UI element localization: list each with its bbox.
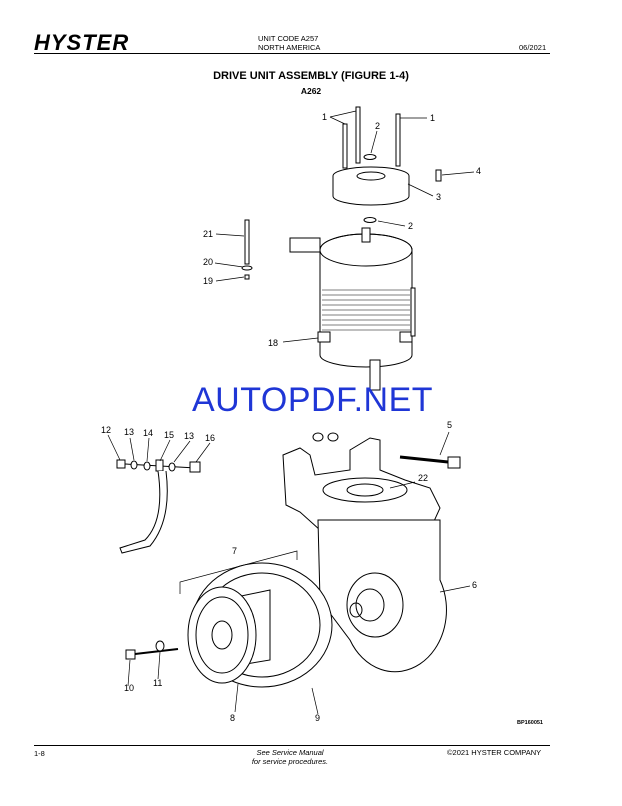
callout-label: 15 [164, 430, 174, 440]
bolt-part [395, 113, 401, 167]
callout-label: 3 [436, 192, 441, 202]
unit-code: UNIT CODE A257 [258, 34, 319, 43]
footer-note: See Service Manual for service procedure… [200, 748, 380, 766]
callout-label: 21 [203, 229, 213, 239]
hyster-logo: HYSTER [34, 30, 130, 55]
page-number: 1-8 [34, 749, 45, 758]
bolt-part [342, 123, 348, 169]
pin-part [435, 169, 442, 182]
callout-label: 1 [430, 113, 435, 123]
callout-label: 2 [375, 121, 380, 131]
callout-label: 9 [315, 713, 320, 723]
callout-label: 16 [205, 433, 215, 443]
o-ring-part [363, 217, 377, 223]
callout-label: 13 [124, 427, 134, 437]
footer-note-line2: for service procedures. [251, 757, 329, 766]
figure-code: BP160051 [517, 720, 543, 726]
bolt-part [355, 106, 361, 164]
page-title: DRIVE UNIT ASSEMBLY (FIGURE 1-4) [213, 70, 409, 82]
callout-label: 5 [447, 420, 452, 430]
o-ring-part [363, 154, 377, 160]
copyright: ©2021 HYSTER COMPANY [447, 748, 542, 757]
callout-label: 4 [476, 166, 481, 176]
page-subtitle: A262 [300, 86, 322, 96]
watermark: AUTOPDF.NET [192, 381, 434, 419]
callout-label: 18 [268, 338, 278, 348]
callout-label: 1 [322, 112, 327, 122]
callout-label: 11 [153, 678, 162, 688]
callout-label: 13 [184, 431, 194, 441]
callout-label: 6 [472, 580, 477, 590]
footer-note-line1: See Service Manual [256, 748, 324, 757]
callout-label: 8 [230, 713, 235, 723]
callout-label: 19 [203, 276, 213, 286]
footer-divider [34, 745, 550, 746]
callout-label: 20 [203, 257, 213, 267]
callout-label: 12 [101, 425, 111, 435]
header-divider [34, 53, 550, 54]
region: NORTH AMERICA [258, 43, 321, 52]
callout-label: 7 [232, 546, 237, 556]
callout-label: 2 [408, 221, 413, 231]
callout-label: 14 [143, 428, 153, 438]
header-date: 06/2021 [519, 43, 547, 52]
callout-label: 10 [124, 683, 134, 693]
callout-label: 22 [418, 473, 428, 483]
